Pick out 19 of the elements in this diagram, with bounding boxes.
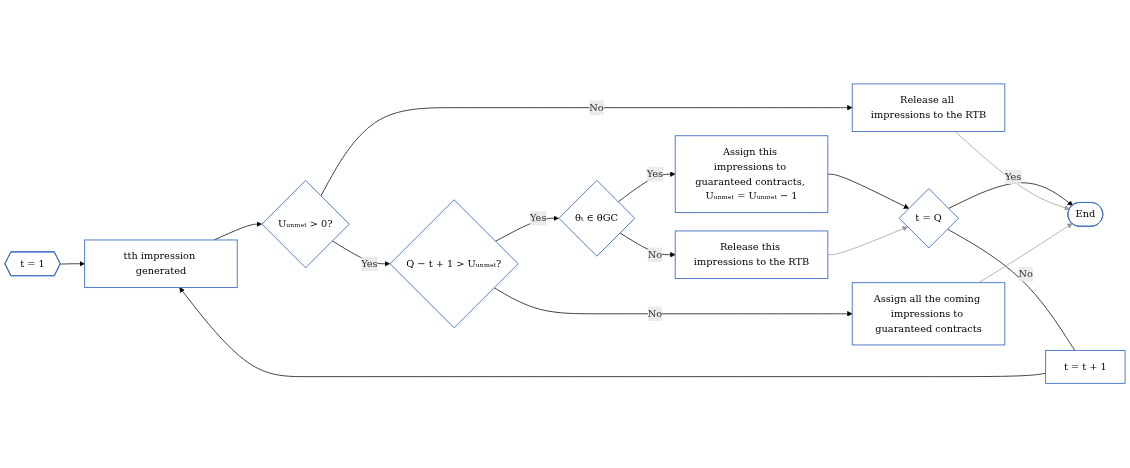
node-box: Release this impressions to the RTB: [674, 230, 829, 280]
edge-label: Yes: [361, 258, 378, 270]
edge-label: Yes: [1004, 171, 1022, 183]
node-box: tth impression generated: [84, 239, 238, 289]
node-box: Assign all the coming impressions to guaranteed contracts: [851, 282, 1006, 346]
node-box: Assign this impressions to guaranteed contracts, Uᵤₙₘₑₜ = Uᵤₙₘₑₜ − 1: [674, 135, 829, 214]
node-diamond: t = Q: [898, 188, 959, 249]
edge-label: No: [589, 101, 604, 114]
edge-label: No: [647, 249, 663, 261]
node-box: t = t + 1: [1045, 350, 1126, 385]
edge-label: Yes: [646, 168, 664, 181]
edge-label: No: [647, 308, 663, 320]
edge-label: Yes: [530, 212, 547, 225]
node-diamond: Q − t + 1 > Uᵤₙₘₑₜ?: [389, 199, 519, 329]
node-diamond: θₜ ∈ θGC: [558, 180, 636, 258]
edge-label: No: [1018, 268, 1033, 281]
node-box: Release all impressions to the RTB: [851, 83, 1006, 133]
node-diamond: Uᵤₙₘₑₜ > 0?: [261, 180, 350, 269]
connector: [947, 229, 1076, 352]
